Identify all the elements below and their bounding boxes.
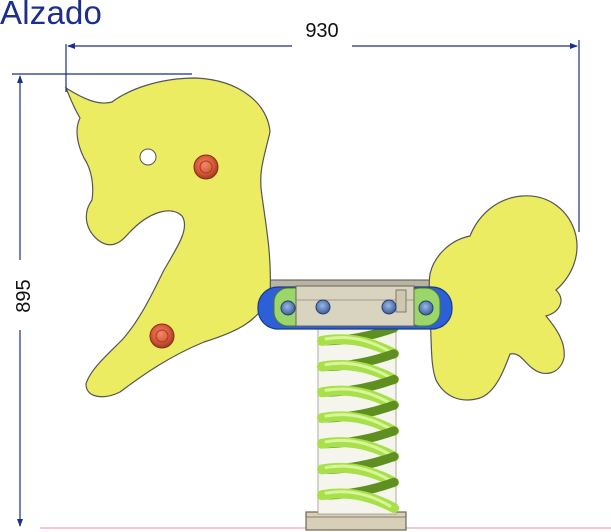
spring-coil-highlight <box>324 438 392 457</box>
eye-hole <box>139 148 157 166</box>
height-dimension: 895 <box>12 73 192 527</box>
spring-coil-highlight <box>324 490 392 508</box>
base-plate <box>305 511 407 531</box>
drawing-title: Alzado <box>0 0 103 31</box>
spring-coil-highlight <box>324 361 392 379</box>
height-dimension-label: 895 <box>13 279 35 312</box>
horse-head-panel <box>64 77 271 398</box>
spring-coil-highlight <box>324 464 392 482</box>
head-bolt-upper <box>193 154 219 180</box>
width-dimension-label: 930 <box>305 20 338 42</box>
spring-coil-highlight <box>324 413 392 431</box>
head-bolt-lower <box>149 323 175 349</box>
width-dimension: 930 <box>65 20 580 232</box>
spring-coil-highlight <box>324 387 392 405</box>
handle-bolts <box>280 299 434 316</box>
coil-spring <box>317 321 399 515</box>
spring-coil-highlight <box>324 336 392 354</box>
horse-tail-panel <box>428 195 578 401</box>
